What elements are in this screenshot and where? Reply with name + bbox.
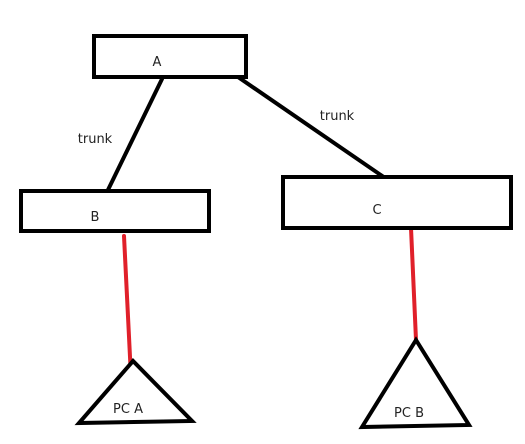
link-a-c — [236, 75, 390, 182]
switch-b-box — [19, 189, 211, 233]
link-c-pc-b — [409, 226, 418, 342]
pc-a-label: PC A — [113, 402, 143, 417]
pc-b-triangle — [358, 336, 473, 430]
link-b-pc-a — [122, 234, 133, 379]
pc-b-label: PC B — [394, 406, 424, 421]
switch-c-label: C — [372, 203, 381, 218]
switch-a-box — [92, 34, 248, 79]
pc-a-triangle — [74, 358, 197, 426]
switch-b-label: B — [91, 210, 100, 225]
link-a-b — [104, 77, 164, 196]
link-a-c-label: trunk — [320, 109, 355, 124]
switch-a-label: A — [153, 55, 162, 70]
link-a-b-label: trunk — [78, 132, 113, 147]
switch-c-box — [281, 175, 513, 230]
